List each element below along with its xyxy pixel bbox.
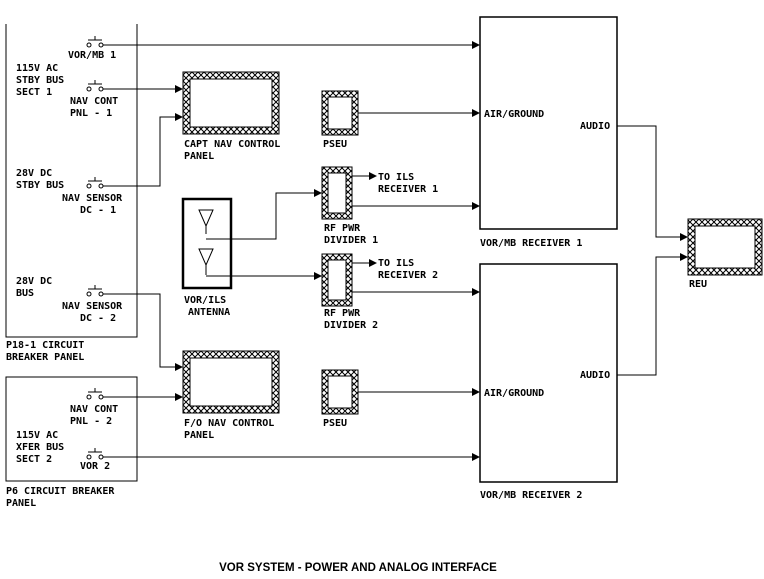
cb-nav-sensor-1: NAV SENSOR DC - 1 xyxy=(62,177,123,216)
cb-nav-cont-2: NAV CONT PNL - 2 xyxy=(70,388,118,427)
divider-1-output-1: TO ILS xyxy=(378,172,414,183)
vor-mb-receiver-1: AIR/GROUND AUDIO VOR/MB RECEIVER 1 xyxy=(479,16,618,249)
bus-28v-stby-2: STBY BUS xyxy=(16,180,64,191)
capt-nav-label-1: CAPT NAV CONTROL xyxy=(184,139,280,150)
receiver-2-air-ground: AIR/GROUND xyxy=(484,388,544,399)
receiver-1-air-ground: AIR/GROUND xyxy=(484,109,544,120)
rf-power-divider-2: RF PWR DIVIDER 2 TO ILS RECEIVER 2 xyxy=(321,253,438,331)
pseu-2-label: PSEU xyxy=(323,418,347,429)
p18-panel-label-2: BREAKER PANEL xyxy=(6,352,84,363)
antenna-label-2: ANTENNA xyxy=(188,307,230,318)
bus-115v-stby-1: 115V AC xyxy=(16,63,58,74)
divider-2-output-1: TO ILS xyxy=(378,258,414,269)
fo-nav-control-panel: F/O NAV CONTROL PANEL xyxy=(182,350,280,441)
capt-nav-label-2: PANEL xyxy=(184,151,214,162)
receiver-1-audio: AUDIO xyxy=(580,121,610,132)
divider-2-label-1: RF PWR xyxy=(324,308,361,319)
cb-vor-mb1-label: VOR/MB 1 xyxy=(68,50,116,61)
p18-circuit-breaker-panel: P18-1 CIRCUIT BREAKER PANEL 115V AC STBY… xyxy=(5,24,138,363)
cb-nav-sensor-2-label-1: NAV SENSOR xyxy=(62,301,123,312)
bus-115v-xfer-3: SECT 2 xyxy=(16,454,52,465)
pseu-2: PSEU xyxy=(321,369,359,429)
cb-nav-sensor-1-label-2: DC - 1 xyxy=(80,205,116,216)
p6-panel-label-2: PANEL xyxy=(6,498,36,509)
cb-nav-sensor-2: NAV SENSOR DC - 2 xyxy=(62,285,123,324)
reu: REU xyxy=(687,218,763,290)
receiver-2-audio: AUDIO xyxy=(580,370,610,381)
bus-115v-xfer-2: XFER BUS xyxy=(16,442,64,453)
cb-vor2-label: VOR 2 xyxy=(80,461,110,472)
capt-nav-control-panel: CAPT NAV CONTROL PANEL xyxy=(182,71,280,162)
divider-1-label-1: RF PWR xyxy=(324,223,361,234)
divider-2-label-2: DIVIDER 2 xyxy=(324,320,378,331)
divider-1-label-2: DIVIDER 1 xyxy=(324,235,378,246)
p6-panel-label-1: P6 CIRCUIT BREAKER xyxy=(6,486,115,497)
receiver-1-label: VOR/MB RECEIVER 1 xyxy=(480,238,582,249)
cb-nav-sensor-1-label-1: NAV SENSOR xyxy=(62,193,123,204)
pseu-1-label: PSEU xyxy=(323,139,347,150)
bus-28v-2: BUS xyxy=(16,288,34,299)
cb-nav-cont-1: NAV CONT PNL - 1 xyxy=(70,80,118,119)
bus-28v-1: 28V DC xyxy=(16,276,52,287)
p18-panel-label-1: P18-1 CIRCUIT xyxy=(6,340,84,351)
reu-label: REU xyxy=(689,279,707,290)
cb-nav-sensor-2-label-2: DC - 2 xyxy=(80,313,116,324)
wiring xyxy=(103,41,688,461)
rf-power-divider-1: RF PWR DIVIDER 1 TO ILS RECEIVER 1 xyxy=(321,166,438,246)
vor-ils-antenna: VOR/ILS ANTENNA xyxy=(181,197,233,318)
cb-nav-cont-1-label-2: PNL - 1 xyxy=(70,108,112,119)
divider-1-output-2: RECEIVER 1 xyxy=(378,184,438,195)
antenna-label-1: VOR/ILS xyxy=(184,295,226,306)
diagram-title: VOR SYSTEM - POWER AND ANALOG INTERFACE xyxy=(219,562,497,574)
fo-nav-label-2: PANEL xyxy=(184,430,214,441)
cb-vor2: VOR 2 xyxy=(80,448,110,472)
bus-28v-stby-1: 28V DC xyxy=(16,168,52,179)
vor-mb-receiver-2: AIR/GROUND AUDIO VOR/MB RECEIVER 2 xyxy=(479,263,618,501)
cb-nav-cont-1-label-1: NAV CONT xyxy=(70,96,118,107)
divider-2-output-2: RECEIVER 2 xyxy=(378,270,438,281)
cb-vor-mb1: VOR/MB 1 xyxy=(68,36,116,61)
receiver-2-label: VOR/MB RECEIVER 2 xyxy=(480,490,582,501)
cb-nav-cont-2-label-2: PNL - 2 xyxy=(70,416,112,427)
pseu-1: PSEU xyxy=(321,90,359,150)
bus-115v-xfer-1: 115V AC xyxy=(16,430,58,441)
fo-nav-label-1: F/O NAV CONTROL xyxy=(184,418,274,429)
cb-nav-cont-2-label-1: NAV CONT xyxy=(70,404,118,415)
bus-115v-stby-2: STBY BUS xyxy=(16,75,64,86)
p6-circuit-breaker-panel: P6 CIRCUIT BREAKER PANEL 115V AC XFER BU… xyxy=(5,376,138,509)
bus-115v-stby-3: SECT 1 xyxy=(16,87,52,98)
